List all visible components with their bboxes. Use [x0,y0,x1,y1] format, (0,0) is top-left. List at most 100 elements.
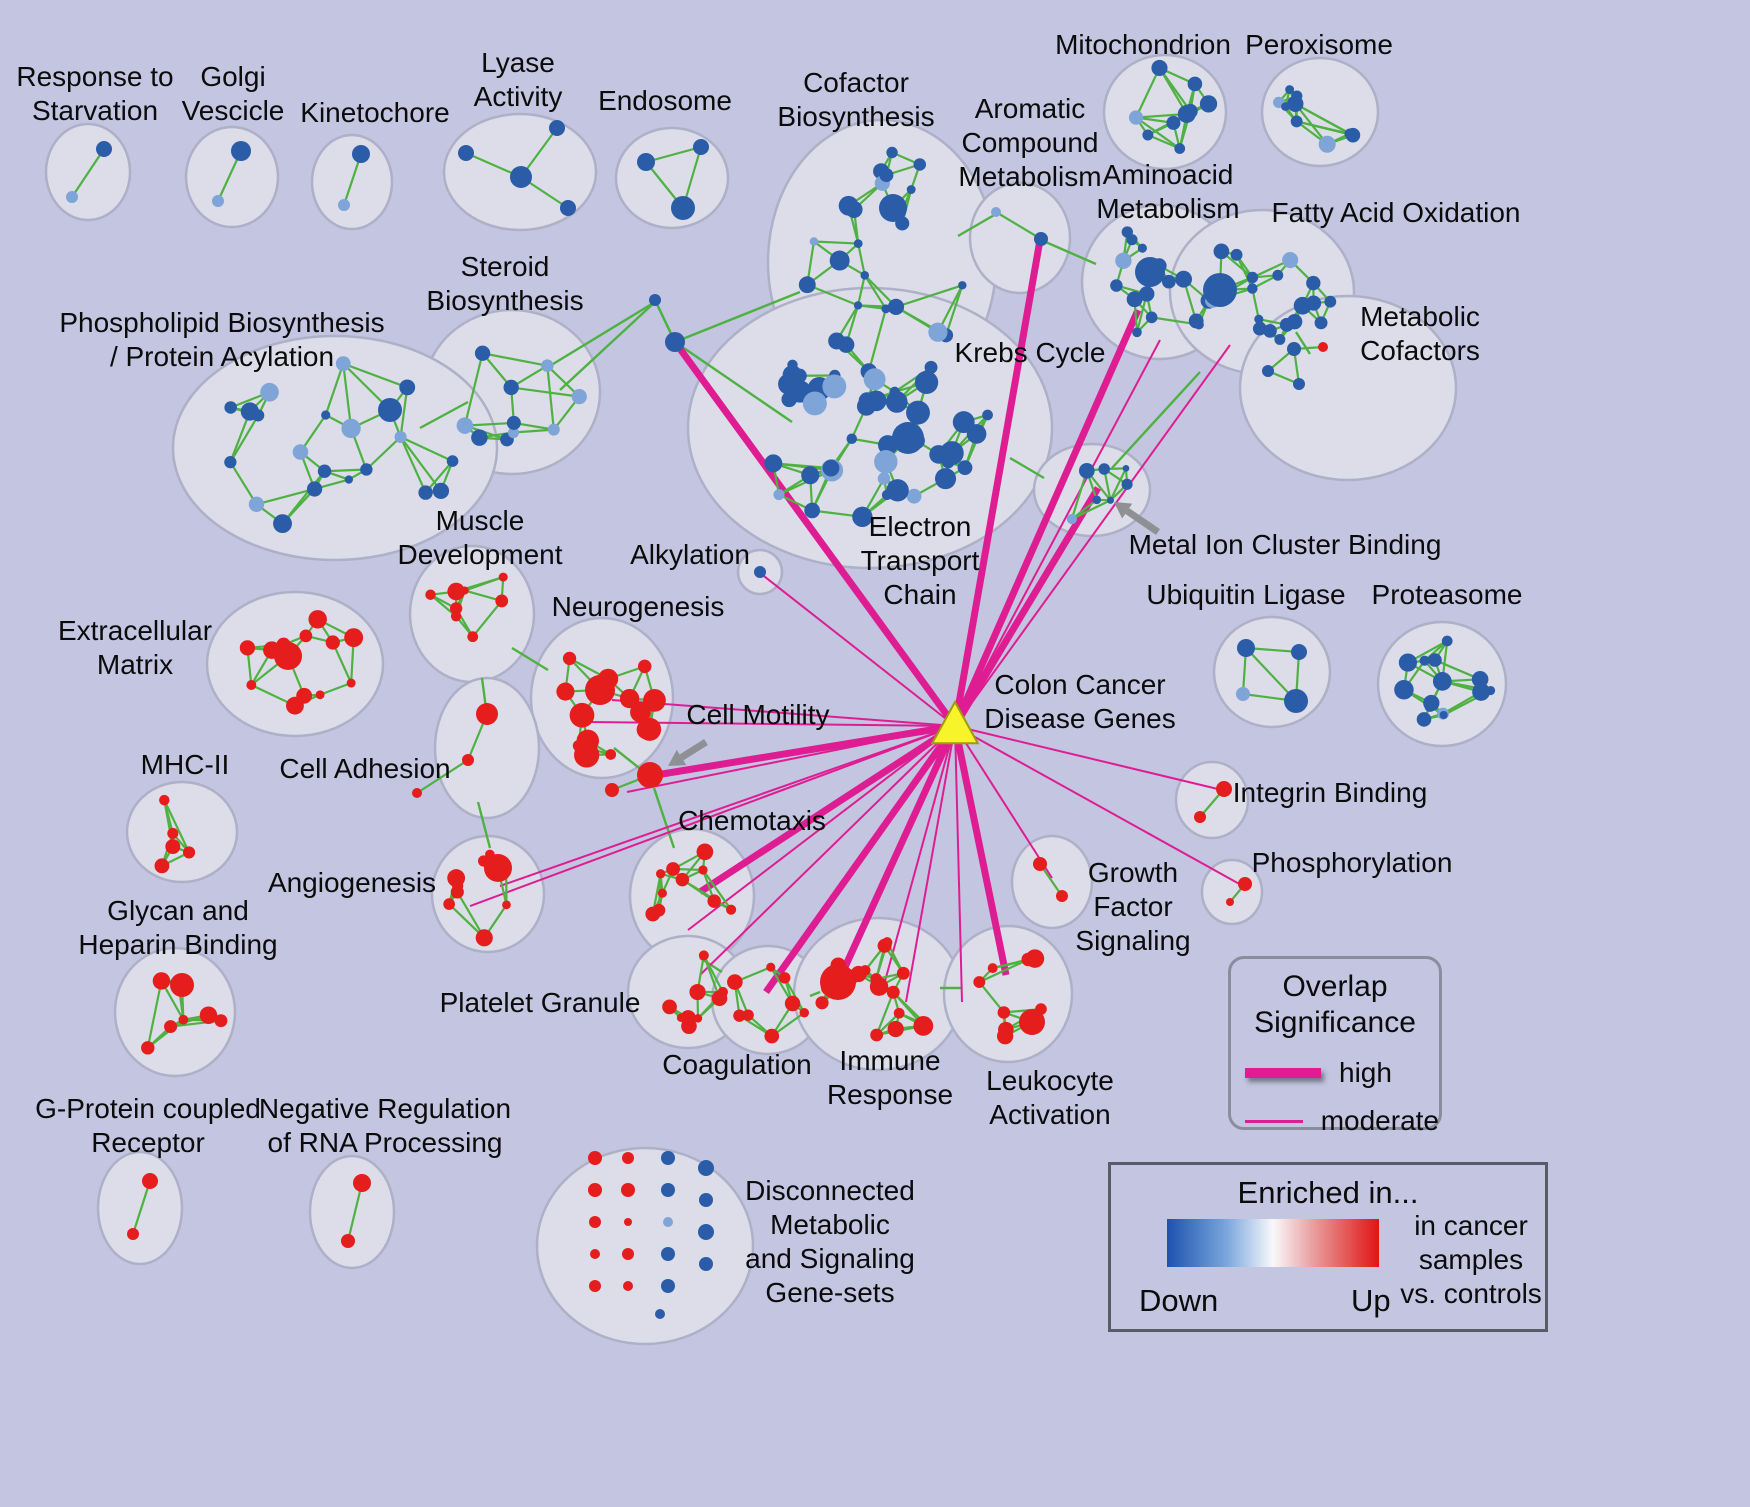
gene-set-node [1216,781,1232,797]
gene-set-node [1279,317,1294,332]
gene-set-node [874,450,898,474]
gene-set-edge [702,869,732,911]
gene-set-node [1398,653,1418,672]
gene-set-node [637,153,655,171]
cluster-ubiquitin-ligase [1212,615,1332,729]
gene-set-node [588,1151,602,1165]
gene-set-node [498,572,508,582]
gene-set-node [696,843,714,861]
gene-set-node [1262,365,1274,377]
gene-set-node [308,610,327,629]
gene-set-node [661,1183,675,1197]
gene-set-node [484,854,512,882]
gene-set-node [1188,313,1204,329]
gene-set-node [665,332,685,352]
gene-set-node [66,191,78,203]
gene-set-node [1246,271,1259,284]
cluster-integrin-binding [1174,760,1250,840]
gene-set-node [852,506,873,528]
gene-set-node [165,839,181,855]
gene-set-node [506,415,521,430]
gene-set-node [447,582,465,601]
cluster-disconnected-gene-sets [535,1146,755,1346]
gene-set-edge [806,283,859,307]
gene-set-node [344,475,354,484]
cluster-electron-transport-chain [686,286,1054,570]
gene-set-node [853,239,863,248]
overlap-edge-moderate [954,725,1053,879]
inter-cluster-edge [1040,238,1097,266]
overlap-edge-high [951,725,1010,976]
inter-cluster-edge [476,801,492,849]
gene-set-edge [895,284,963,308]
gene-set-node [292,444,309,460]
gene-set-node [649,294,661,306]
gene-set-node [906,400,930,425]
gene-set-node [906,488,922,504]
cell-motility-arrow-head [668,749,687,766]
gene-set-node [693,139,709,155]
gene-set-node [934,468,957,490]
gene-set-node [822,459,840,477]
gene-set-node [1287,342,1301,356]
gene-set-node [1416,712,1432,727]
gene-set-node [655,1309,665,1319]
gene-set-node [1027,953,1039,965]
gene-set-node [224,401,237,414]
gene-set-edge [399,436,427,494]
gene-set-node [560,200,576,216]
gene-set-node [764,1028,780,1044]
gene-set-node [458,145,474,161]
gene-set-node [801,466,820,485]
gene-set-node [1033,857,1047,871]
gene-set-edge [978,981,1005,1014]
gene-set-edge [978,958,1029,984]
gene-set-node [913,158,927,171]
gene-set-node [605,783,619,797]
inter-cluster-edge [652,787,676,849]
gene-set-edge [1294,102,1354,137]
cluster-mhc-ii [125,780,239,884]
gene-set-edge [1070,470,1088,520]
inter-cluster-edge [674,341,793,423]
gene-set-node [1318,135,1336,153]
gene-set-node [507,426,520,439]
gene-set-edge [511,386,580,398]
gene-set-node [624,1218,632,1226]
gene-set-edge [147,1018,185,1049]
gene-set-edge [346,1182,364,1242]
gene-set-node [982,409,993,421]
gene-set-node [1135,257,1165,287]
gene-set-node [1034,232,1048,246]
gene-set-node [299,629,313,643]
gene-set-node [622,1152,634,1164]
gene-set-node [152,972,171,990]
gene-set-node [1247,283,1258,294]
gene-set-node [224,456,237,469]
overlap-edge-high [951,308,1142,728]
gene-set-edge [399,387,409,438]
gene-set-node [1432,671,1452,691]
gene-set-edge [146,980,163,1049]
gene-set-node [1098,463,1110,475]
gene-set-edge [464,589,503,602]
top-layer [668,502,1160,766]
legend-row-high: high [1245,1057,1439,1089]
overlap-edge-high [672,339,958,729]
gene-set-node [1291,90,1303,102]
gene-set-edge [645,145,702,164]
gene-set-node [711,990,728,1007]
gene-set-node [636,719,657,740]
gene-set-node [893,1007,905,1019]
gene-set-node [96,141,112,157]
gene-set-node [1199,95,1218,113]
gene-set-node [556,682,575,701]
gene-set-node [1187,76,1203,92]
gene-set-node [922,1020,932,1030]
gene-set-node [675,872,690,887]
gene-set-node [820,964,856,1000]
gene-set-node [1194,811,1206,823]
gene-set-node [394,430,407,443]
gene-set-node [1236,687,1250,701]
gene-set-node [886,479,909,502]
